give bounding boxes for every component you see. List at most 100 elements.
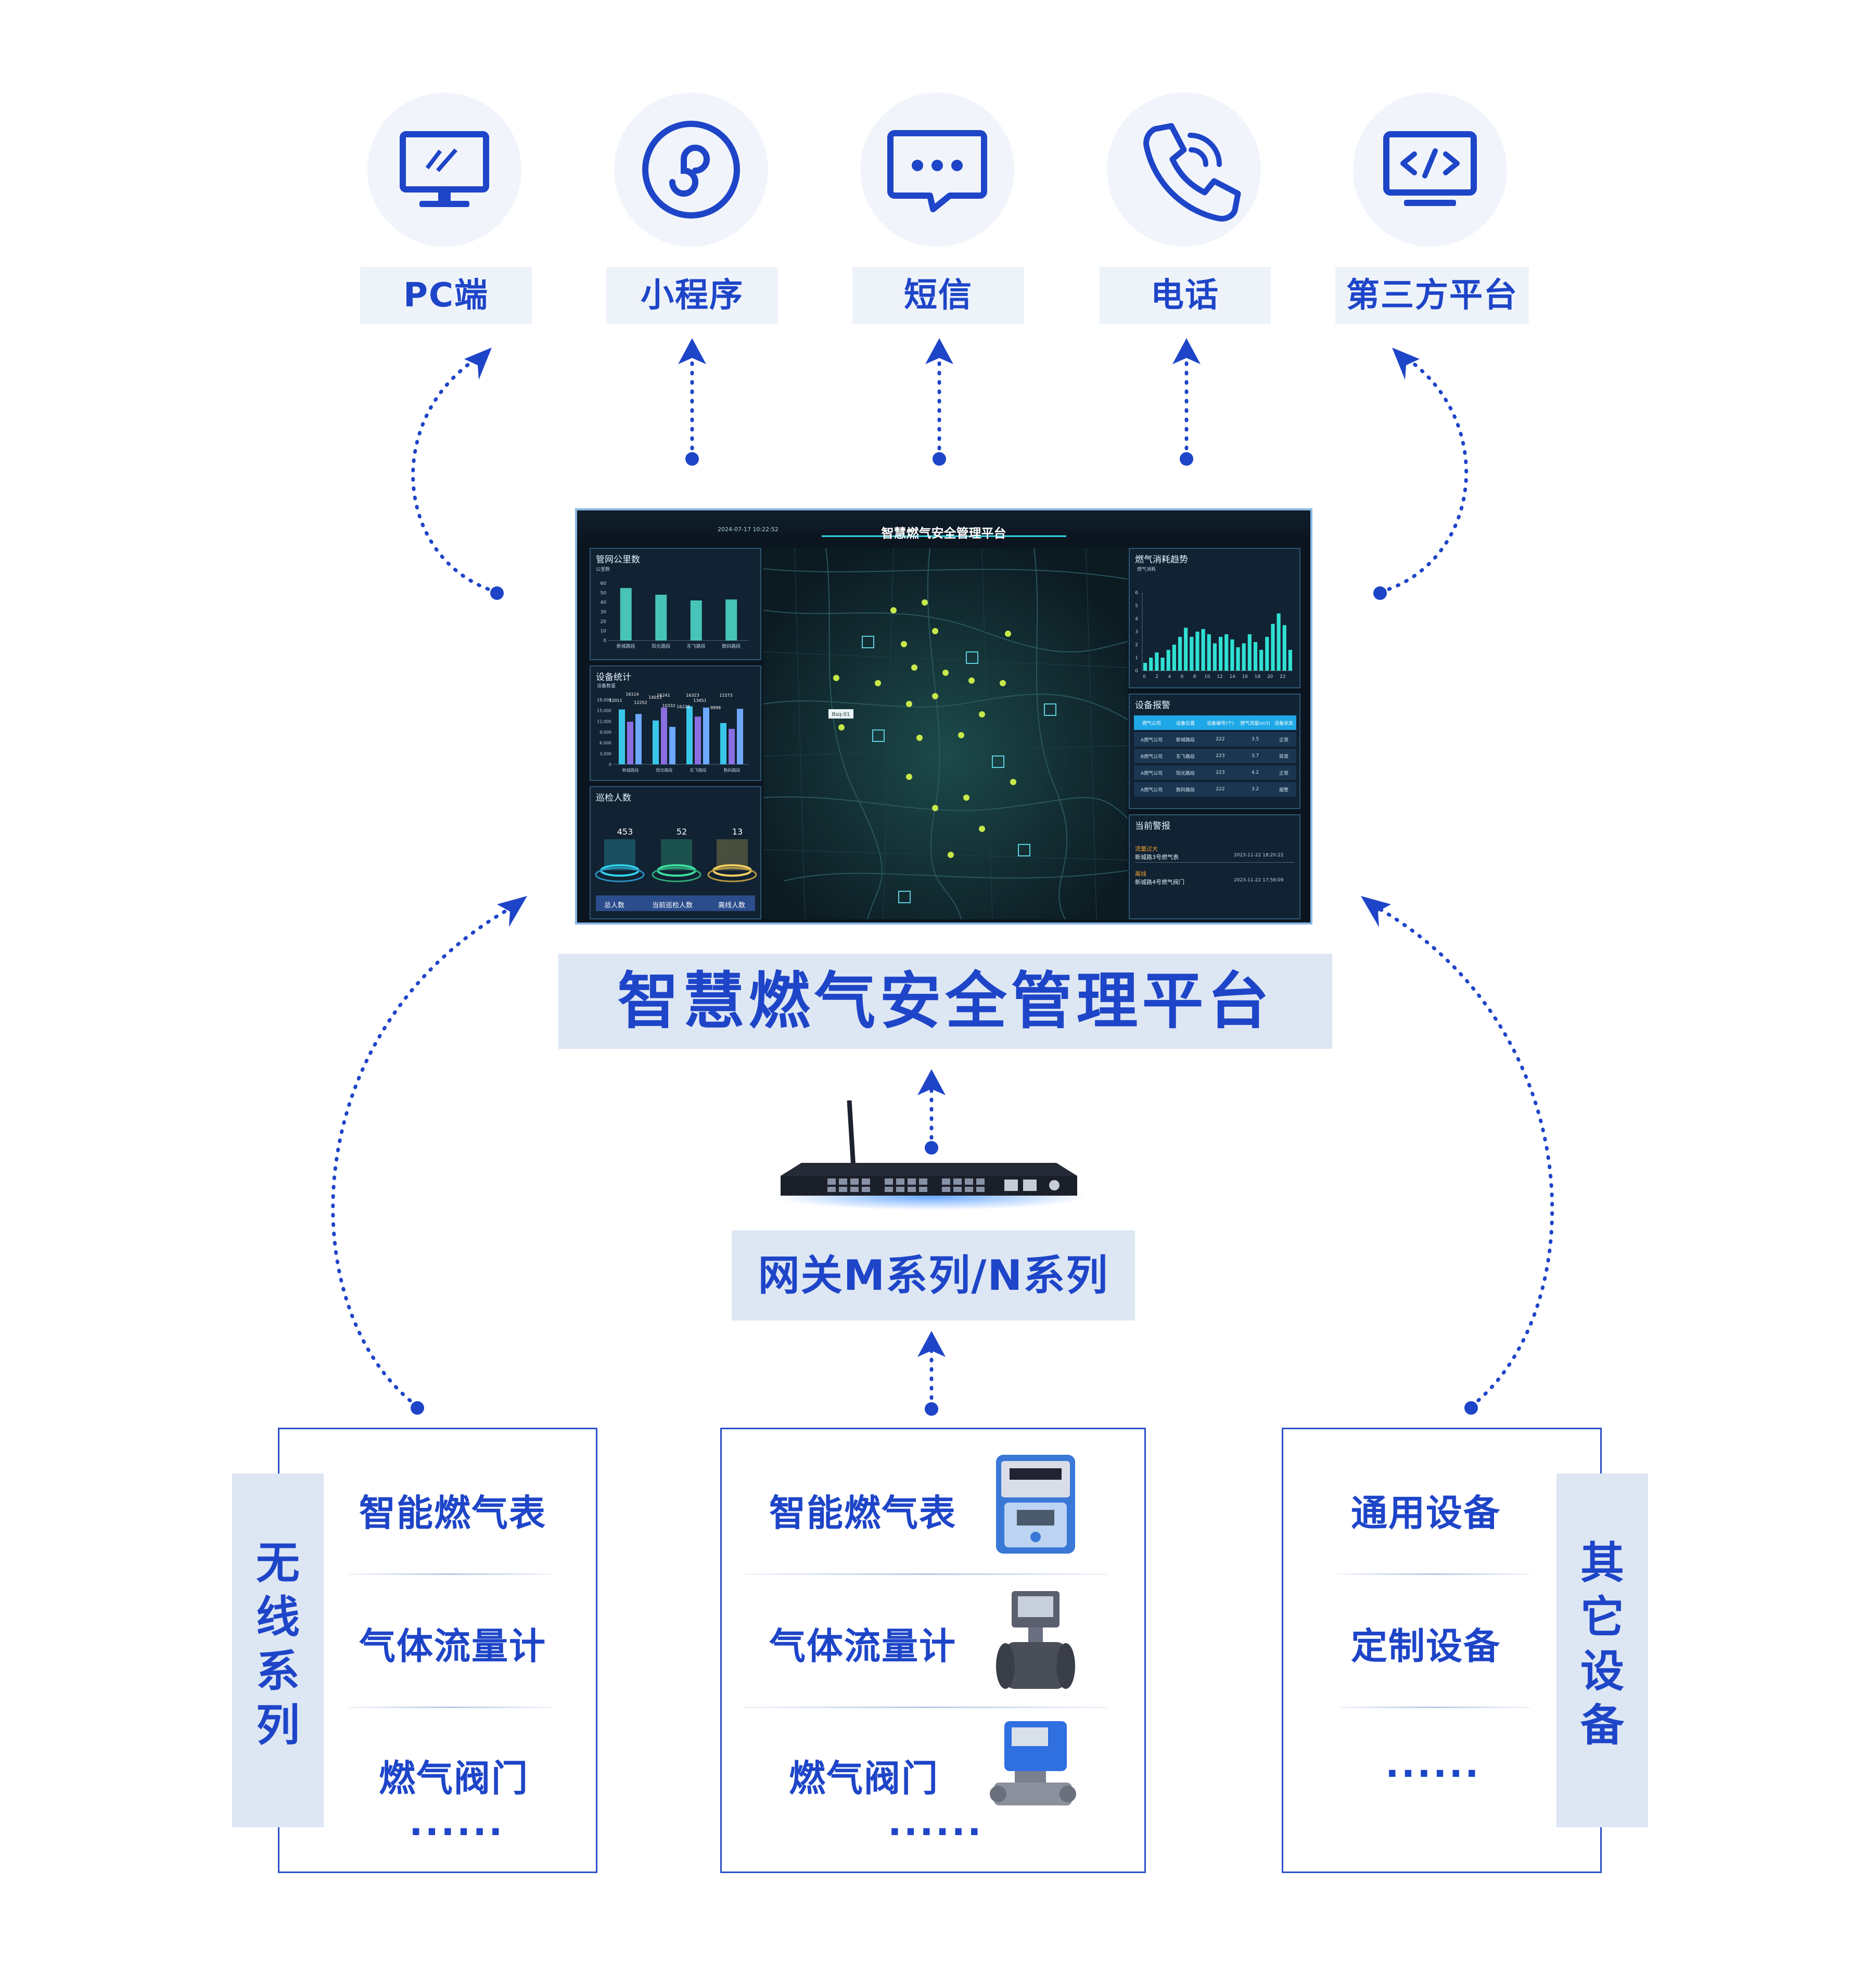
alarm-item-type: 离线 bbox=[1135, 870, 1146, 877]
bar bbox=[720, 723, 726, 764]
bar bbox=[619, 709, 625, 764]
table-cell: 3.5 bbox=[1251, 737, 1259, 742]
mini-program-icon bbox=[614, 93, 768, 247]
table-cell: 正常 bbox=[1279, 737, 1288, 743]
bar bbox=[1201, 629, 1205, 671]
y-tick-label: 12,000 bbox=[597, 719, 611, 724]
tag-char: 设 bbox=[1580, 1646, 1624, 1697]
table-cell: 3.7 bbox=[1251, 753, 1259, 759]
channel-label-phone: 电话 bbox=[1099, 267, 1271, 324]
table-cell: 设备状态 bbox=[1274, 721, 1293, 726]
x-tick-label: 阳光路段 bbox=[656, 767, 673, 773]
bar bbox=[1184, 627, 1188, 671]
bar bbox=[1160, 658, 1165, 671]
data-label: 10332 bbox=[662, 703, 675, 708]
gas-valve-icon bbox=[990, 1721, 1076, 1805]
y-tick-label: 30 bbox=[601, 610, 607, 615]
tag-char: 它 bbox=[1580, 1592, 1624, 1643]
tag-char: 无 bbox=[256, 1537, 300, 1588]
bar bbox=[1172, 645, 1176, 671]
alarm-item-time: 2023-11-22 17:58:09 bbox=[1234, 878, 1284, 883]
x-tick-label: 阳光路段 bbox=[652, 643, 670, 649]
separator bbox=[743, 1707, 1107, 1708]
y-tick-label: 3 bbox=[1135, 630, 1138, 635]
y-tick-label: 60 bbox=[601, 581, 607, 586]
bar bbox=[703, 707, 709, 764]
platform-title: 智慧燃气安全管理平台 bbox=[558, 954, 1332, 1049]
alarm-item-time: 2023-11-22 18:20:22 bbox=[1234, 853, 1284, 858]
wireless-device-group bbox=[278, 1428, 597, 1873]
tag-char: 系 bbox=[256, 1646, 300, 1697]
y-tick-label: 18,000 bbox=[597, 698, 611, 702]
y-tick-label: 20 bbox=[601, 619, 607, 624]
pipe-panel-title: 管网公里数 bbox=[596, 555, 640, 565]
y-tick-label: 15,000 bbox=[597, 709, 611, 713]
bar bbox=[1265, 637, 1269, 671]
map-tag: Bsq-01 bbox=[832, 712, 850, 717]
wired-item-gas-meter: 智能燃气表 bbox=[769, 1492, 956, 1534]
bar bbox=[1247, 634, 1252, 671]
tag-char: 列 bbox=[256, 1700, 300, 1751]
bar bbox=[1190, 637, 1194, 671]
y-tick-label: 10 bbox=[601, 629, 607, 634]
bar bbox=[1230, 639, 1234, 671]
table-cell: B燃气公司 bbox=[1140, 754, 1163, 760]
tag-char: 备 bbox=[1580, 1700, 1624, 1751]
x-tick-label: 0 bbox=[1143, 674, 1146, 680]
dashboard-screenshot: 智慧燃气安全管理平台 2024-07-17 10:22:52 bbox=[575, 508, 1312, 925]
wired-item-flow-meter: 气体流量计 bbox=[769, 1625, 956, 1668]
channel-label-sms: 短信 bbox=[852, 267, 1024, 324]
table-cell: 设备位置 bbox=[1176, 721, 1195, 726]
bar bbox=[1143, 663, 1147, 671]
channel-label-pc: PC端 bbox=[360, 267, 532, 324]
wireless-series-tag: 无线系列 bbox=[232, 1473, 324, 1827]
other-item-general-device: 通用设备 bbox=[1351, 1492, 1501, 1534]
x-tick-label: 18 bbox=[1255, 674, 1261, 680]
flow-meter-icon bbox=[996, 1591, 1075, 1689]
y-tick-label: 40 bbox=[601, 600, 607, 606]
pipe-bar-chart: 6050403020100新城路段阳光路段东飞路段数码路段 bbox=[601, 581, 749, 649]
bar bbox=[620, 588, 632, 640]
alarm-divider bbox=[1135, 862, 1294, 863]
other-more: ······ bbox=[1385, 1752, 1481, 1795]
y-tick-label: 9,000 bbox=[599, 730, 611, 735]
table-cell: 阳光路段 bbox=[1176, 771, 1195, 776]
city-map: Bsq-01 bbox=[763, 548, 1128, 919]
data-label: 13451 bbox=[693, 698, 706, 703]
x-tick-label: 数码路段 bbox=[722, 643, 741, 649]
wireless-more: ······ bbox=[409, 1811, 505, 1853]
table-header-row: 燃气公司设备位置设备编号(个)燃气流量(m3)设备状态 bbox=[1134, 715, 1296, 730]
bar bbox=[1224, 634, 1229, 671]
patrol-panel-title: 巡检人数 bbox=[596, 793, 631, 803]
separator bbox=[349, 1573, 552, 1575]
gateway-label: 网关M系列/N系列 bbox=[732, 1231, 1135, 1321]
data-label: 11573 bbox=[719, 693, 732, 698]
dashboard-title: 智慧燃气安全管理平台 bbox=[881, 526, 1006, 541]
x-tick-label: 16 bbox=[1242, 674, 1248, 680]
table-cell: 223 bbox=[1216, 770, 1225, 775]
other-devices-tag: 其它设备 bbox=[1556, 1473, 1648, 1827]
data-label: 14013 bbox=[648, 695, 661, 700]
bar bbox=[737, 709, 743, 764]
wired-item-gas-valve: 燃气阀门 bbox=[789, 1757, 939, 1800]
data-label: 16114 bbox=[626, 692, 639, 697]
other-devices-tag-text: 其它设备 bbox=[1556, 1536, 1648, 1752]
bar bbox=[1166, 650, 1170, 671]
data-label: 12011 bbox=[609, 698, 622, 703]
x-tick-label: 14 bbox=[1229, 674, 1235, 680]
separator bbox=[349, 1707, 552, 1708]
y-tick-label: 1 bbox=[1135, 656, 1138, 661]
bar bbox=[1288, 650, 1292, 671]
bar bbox=[1149, 658, 1153, 671]
wireless-item-gas-meter: 智能燃气表 bbox=[359, 1492, 546, 1534]
bar bbox=[1259, 650, 1264, 671]
x-tick-label: 新城路段 bbox=[622, 767, 639, 773]
bar bbox=[655, 595, 667, 640]
x-tick-label: 4 bbox=[1168, 674, 1171, 680]
